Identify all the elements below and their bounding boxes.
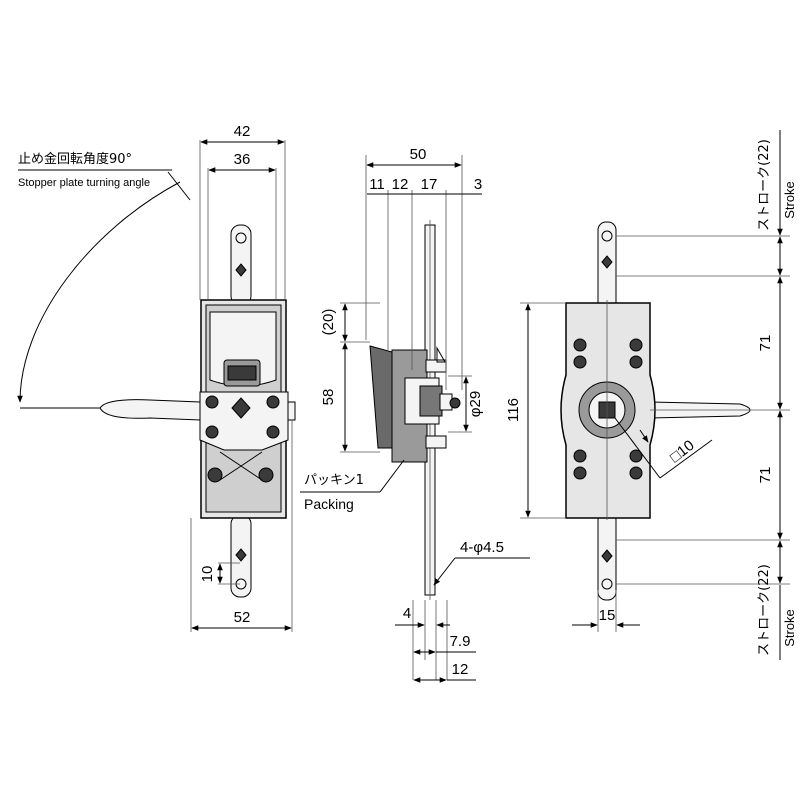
dim-length-50: 50 (410, 146, 427, 163)
dim-width-15: 15 (599, 607, 616, 624)
note-stroke-top-en: Stroke (782, 181, 797, 219)
dim-12-bottom: 12 (452, 661, 469, 678)
dim-diameter-29: φ29 (467, 391, 484, 417)
front-view: 42 36 52 10 止め金回転角度90° Stopper plate tur… (17, 123, 296, 632)
dim-17: 17 (421, 176, 438, 193)
rear-view: 116 71 71 ストローク(22) Stroke ストローク(22) Str… (505, 130, 797, 660)
dim-58: 58 (320, 389, 337, 406)
dim-square-10: □10 (667, 437, 698, 466)
dim-11: 11 (369, 176, 385, 193)
dim-3: 3 (474, 176, 482, 193)
dim-4: 4 (403, 605, 411, 622)
dim-width-36: 36 (234, 151, 251, 168)
dim-71-bottom: 71 (757, 467, 774, 484)
dim-height-116: 116 (505, 398, 522, 422)
note-stroke-top-jp: ストローク(22) (757, 139, 772, 231)
dim-height-10: 10 (199, 566, 216, 583)
dim-7-9: 7.9 (450, 633, 471, 650)
dim-width-42: 42 (234, 123, 251, 140)
dim-width-52: 52 (234, 609, 251, 626)
note-stroke-bottom-jp: ストローク(22) (757, 564, 772, 656)
note-packing-en: Packing (304, 496, 354, 512)
dim-71-top: 71 (757, 335, 774, 352)
stopper-plate (99, 399, 201, 421)
turning-angle-arc (17, 181, 181, 403)
note-turning-angle-en: Stopper plate turning angle (18, 177, 150, 189)
side-view: 50 11 12 17 3 (20) 58 φ29 パッキン1 Packing … (300, 146, 530, 683)
dim-holes: 4-φ4.5 (460, 539, 504, 556)
dim-20: (20) (320, 309, 337, 336)
note-stroke-bottom-en: Stroke (782, 609, 797, 647)
note-packing-jp: パッキン1 (304, 473, 364, 488)
dim-12: 12 (392, 176, 409, 193)
note-turning-angle-jp: 止め金回転角度90° (18, 151, 132, 167)
